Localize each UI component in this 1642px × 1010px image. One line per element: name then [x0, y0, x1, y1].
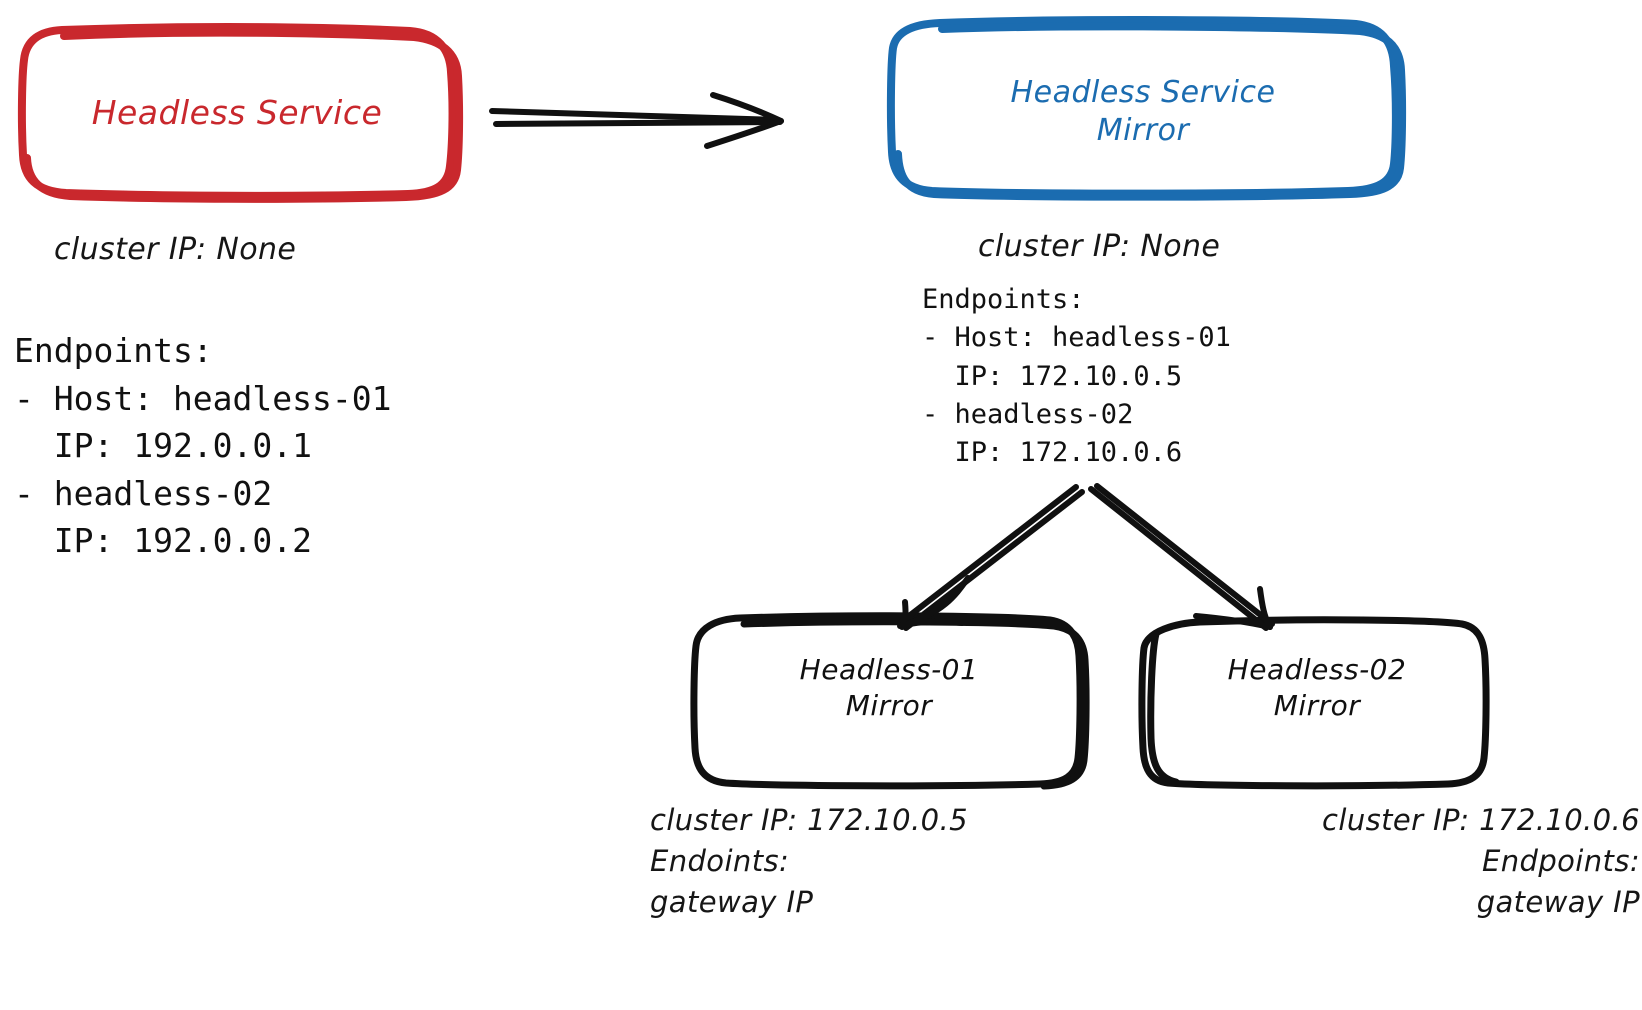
- mirror-pod-2-label: Headless-02 Mirror: [1227, 653, 1407, 722]
- mirror-service-cluster-ip-note: cluster IP: None: [978, 229, 1221, 264]
- arrow-mirror-to-pod-1: [897, 484, 1085, 631]
- mirror-pod-1-note: cluster IP: 172.10.0.5 Endoints: gateway…: [650, 803, 968, 920]
- source-service-cluster-ip-note: cluster IP: None: [54, 232, 297, 267]
- mirror-pod-2-note: cluster IP: 172.10.0.6 Endpoints: gatewa…: [1322, 803, 1640, 920]
- source-service-endpoints-block: Endpoints: - Host: headless-01 IP: 192.0…: [14, 331, 392, 561]
- arrow-mirror-to-pod-2: [1088, 483, 1275, 631]
- mirror-pod-1-label: Headless-01 Mirror: [799, 653, 979, 722]
- source-service-label: Headless Service: [91, 93, 383, 132]
- arrow-source-to-mirror: [489, 92, 784, 149]
- mirror-service-endpoints-block: Endpoints: - Host: headless-01 IP: 172.1…: [922, 284, 1231, 469]
- mirror-service-label: Headless Service Mirror: [1010, 75, 1276, 149]
